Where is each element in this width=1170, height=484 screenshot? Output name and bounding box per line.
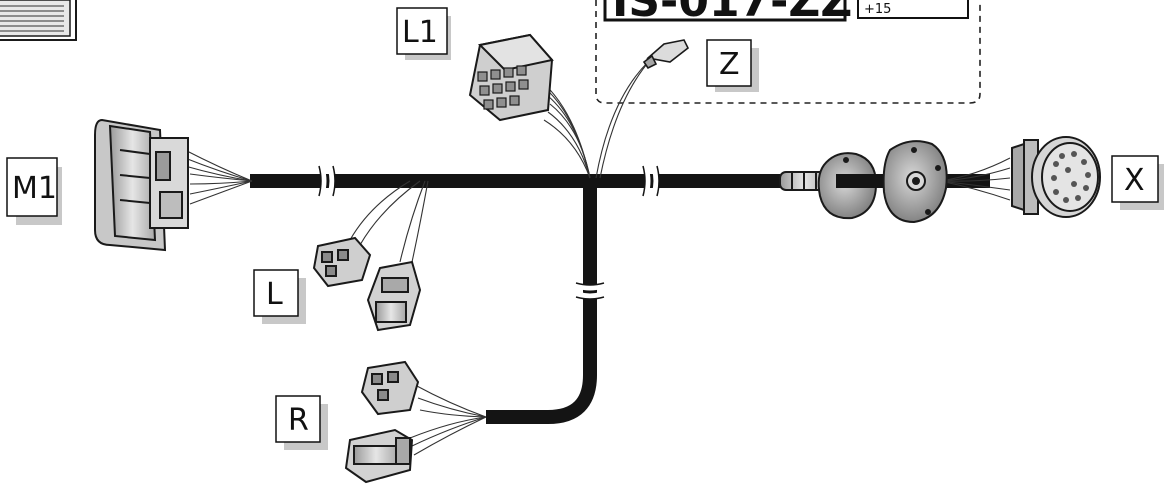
label-m1-text: M1 (12, 171, 57, 206)
dashed-callout-frame (595, 0, 981, 104)
connector-z (642, 39, 690, 70)
label-l: L (253, 269, 306, 324)
connector-m1 (94, 118, 189, 252)
wire-bundles (184, 57, 1011, 456)
label-r: R (275, 395, 328, 450)
main-cable (250, 174, 990, 424)
label-z: Z (706, 39, 759, 92)
connector-r (344, 360, 420, 484)
label-z-text: Z (719, 47, 740, 82)
part-suffix: +15 (864, 2, 891, 17)
label-x-text: X (1124, 163, 1145, 198)
connector-x (1011, 136, 1101, 218)
connector-l1 (468, 33, 554, 122)
label-r-text: R (288, 403, 309, 438)
part-code: IS-017-ZZ (612, 0, 852, 27)
cable-grommet (779, 171, 829, 191)
part-code-box: IS-017-ZZ +15 (603, 0, 969, 27)
label-l-text: L (266, 277, 283, 312)
document-stack-icon (0, 0, 77, 41)
label-l1-text: L1 (402, 15, 438, 50)
label-x: X (1111, 155, 1164, 210)
label-m1: M1 (6, 157, 62, 225)
label-l1: L1 (396, 7, 451, 60)
connector-l (312, 236, 422, 332)
mounting-disc-2 (882, 140, 948, 224)
cable-break-marks (319, 167, 659, 299)
